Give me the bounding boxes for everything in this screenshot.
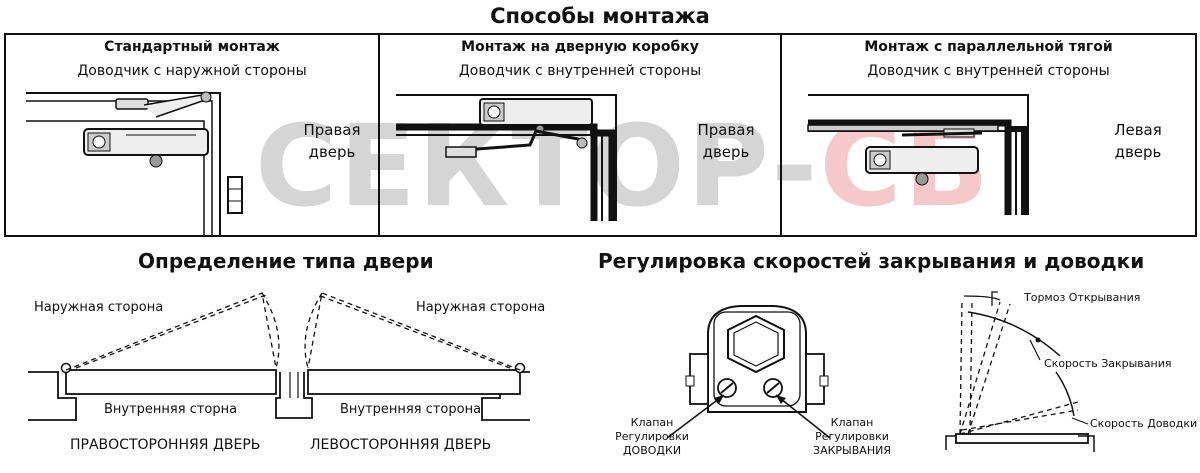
left-door-outside: Наружная сторона: [416, 300, 546, 315]
brake-label: Тормоз Открывания: [1024, 291, 1141, 304]
panel-subtitle: Доводчик с наружной стороны: [77, 63, 307, 79]
mount-panel-frame: Монтаж на дверную коробку Доводчик с вну…: [378, 33, 782, 237]
left-door-caption: ЛЕВОСТОРОННЯЯ ДВЕРЬ: [310, 437, 492, 453]
valve-close-label: Клапан Регулировки ЗАКРЫВАНИЯ: [813, 416, 891, 457]
speed-title: Регулировка скоростей закрывания и довод…: [598, 249, 1145, 273]
panel-title: Стандартный монтаж: [104, 39, 280, 55]
panel-subtitle: Доводчик с внутренней стороны: [458, 63, 702, 79]
right-door-caption: ПРАВОСТОРОННЯЯ ДВЕРЬ: [70, 437, 261, 453]
door-side-line2: дверь: [1114, 143, 1162, 161]
standard-mount-drawing: [26, 91, 243, 235]
close-speed-label: Скорость Закрывания: [1044, 357, 1172, 370]
door-side-line1: Правая: [697, 121, 755, 139]
mount-panel-standard: Стандартный монтаж Доводчик с наружной с…: [4, 33, 380, 237]
left-door-inside: Внутренняя сторона: [340, 402, 482, 417]
frame-mount-drawing: [396, 94, 617, 221]
parallel-mount-drawing: [807, 94, 1029, 215]
right-door-inside: Внутренняя сторна: [104, 402, 238, 417]
page-title: Способы монтажа: [490, 4, 710, 28]
panel-title: Монтаж с параллельной тягой: [864, 39, 1113, 55]
panel-subtitle: Доводчик с внутренней стороны: [867, 63, 1110, 79]
latch-speed-label: Скорость Доводки: [1090, 417, 1198, 430]
mount-panel-parallel: Монтаж с параллельной тягой Доводчик с в…: [780, 33, 1197, 237]
door-side-line2: дверь: [308, 143, 356, 161]
door-side-line1: Левая: [1114, 121, 1162, 139]
panel-title: Монтаж на дверную коробку: [461, 39, 699, 55]
door-type-drawing: [28, 292, 530, 421]
door-side-line2: дверь: [702, 143, 750, 161]
door-type-title: Определение типа двери: [138, 249, 434, 273]
right-door-outside: Наружная сторона: [34, 300, 164, 315]
valve-latch-label: Клапан Регулировки ДОВОДКИ: [615, 416, 689, 457]
door-side-line1: Правая: [303, 121, 361, 139]
